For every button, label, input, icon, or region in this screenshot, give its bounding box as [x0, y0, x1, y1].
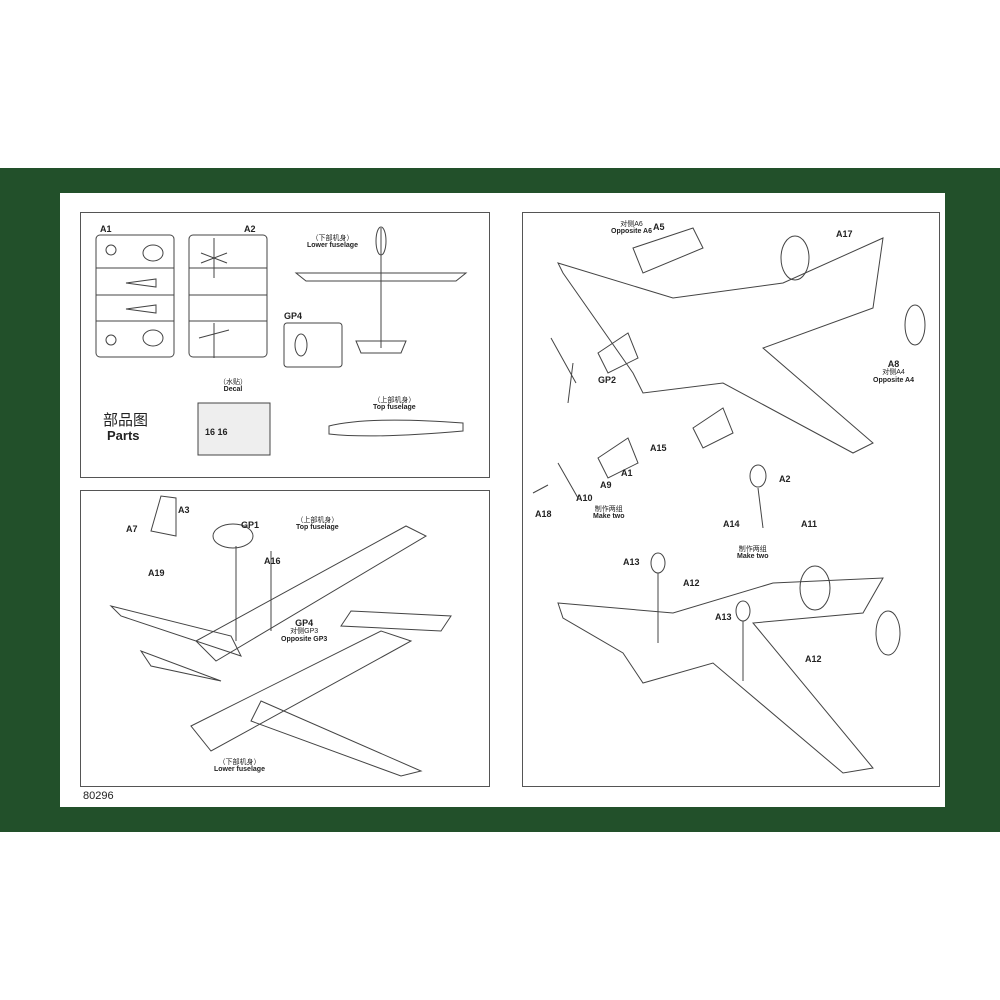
part-a1: A1 — [621, 468, 633, 478]
part-a12-b: A12 — [805, 654, 822, 664]
part-a12: A12 — [683, 578, 700, 588]
part-a16: A16 — [264, 556, 281, 566]
sprue-label-gp4: GP4 — [284, 311, 303, 321]
part-a3: A3 — [178, 505, 190, 515]
part-a14: A14 — [723, 519, 740, 529]
part-a10: A10 — [576, 493, 593, 503]
part-a11: A11 — [801, 519, 818, 529]
lower-fuselage-label: （下部机身）Lower fuselage — [307, 235, 358, 250]
part-a17: A17 — [836, 229, 853, 239]
sprue-label-a1: A1 — [100, 224, 112, 234]
top-fuselage-label: （上部机身）Top fuselage — [373, 397, 416, 412]
top-fuselage-label: （上部机身）Top fuselage — [296, 517, 339, 532]
sprue-label-a2: A2 — [244, 224, 256, 234]
part-a13-b: A13 — [715, 612, 732, 622]
lower-fuselage-label: （下部机身）Lower fuselage — [214, 759, 265, 774]
part-a9: A9 — [600, 480, 612, 490]
decal-numbers: 16 16 — [205, 427, 228, 437]
part-a19: A19 — [148, 568, 165, 578]
part-a5: A5 — [653, 222, 665, 232]
decal-label: （水贴）Decal — [219, 379, 247, 394]
sheet-number: 80296 — [83, 790, 114, 802]
parts-drawing — [95, 226, 468, 456]
part-gp2: GP2 — [598, 375, 617, 385]
fuselage-assembly-drawing — [109, 495, 452, 777]
part-a2: A2 — [779, 474, 791, 484]
wing-engine-assembly-drawing — [532, 227, 926, 774]
part-a18: A18 — [535, 509, 552, 519]
parts-panel: A1 A2 GP4 （下部机身）Lower fuselage （上部机身）Top… — [80, 212, 490, 478]
part-gp1: GP1 — [241, 520, 260, 530]
part-a15: A15 — [650, 443, 667, 453]
part-a7: A7 — [126, 524, 138, 534]
step1-panel: A3 A7 A19 GP1 A16 （上部机身）Top fuselage GP4… — [80, 490, 490, 787]
part-a13: A13 — [623, 557, 640, 567]
